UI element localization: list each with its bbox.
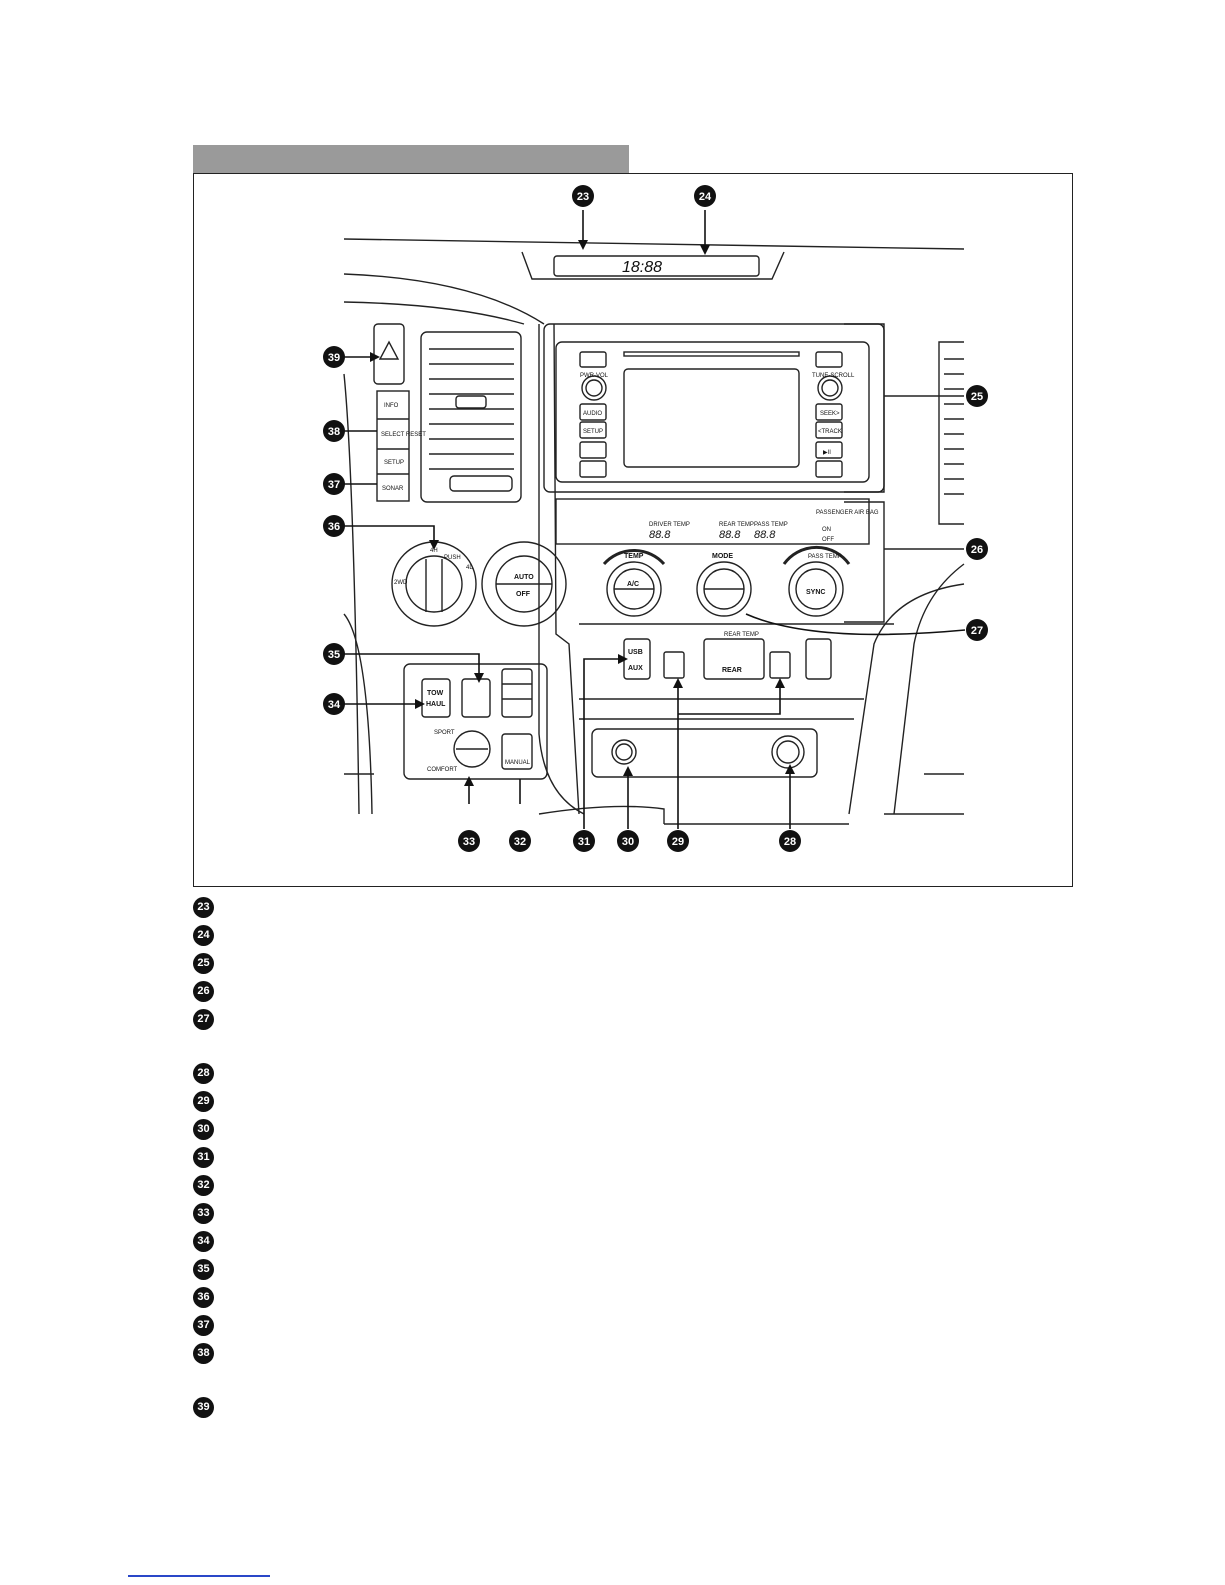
aux-label: AUX (628, 665, 643, 672)
legend-item: 35 (193, 1259, 217, 1283)
callout-28: 28 (784, 836, 796, 848)
footer-link-underline[interactable] (128, 1575, 270, 1577)
callout-23: 23 (577, 191, 589, 203)
legend-item: 26 (193, 981, 217, 1005)
clock-readout: 18:88 (622, 259, 662, 276)
haul-label: HAUL (426, 701, 446, 708)
play-pause-label: ▶II (823, 450, 831, 456)
legend-badge-36: 36 (193, 1287, 214, 1308)
tow-label: TOW (427, 690, 444, 697)
tune-scroll-label: TUNE·SCROLL (812, 373, 855, 379)
callout-36: 36 (328, 521, 340, 533)
dashboard-figure: 18:88 PWR·VOL TUNE·SCROLL AUDIO SETUP SE… (193, 173, 1073, 887)
sport-label: SPORT (434, 730, 455, 736)
callout-30: 30 (622, 836, 634, 848)
legend-badge-32: 32 (193, 1175, 214, 1196)
callout-31: 31 (578, 836, 590, 848)
callout-37: 37 (328, 479, 340, 491)
legend-badge-38: 38 (193, 1343, 214, 1364)
legend-badge-28: 28 (193, 1063, 214, 1084)
legend-item: 27 (193, 1009, 217, 1033)
section-header-bar (193, 145, 629, 173)
off-label: OFF (516, 591, 531, 598)
legend-badge-25: 25 (193, 953, 214, 974)
driver-temp-seg: 88.8 (649, 529, 671, 541)
legend-item: 36 (193, 1287, 217, 1311)
legend-item: 29 (193, 1091, 217, 1115)
info-button-label: INFO (384, 403, 399, 409)
callout-32: 32 (514, 836, 526, 848)
legend-item: 37 (193, 1315, 217, 1339)
legend-item: 24 (193, 925, 217, 949)
dial-2wd-label: 2WD (394, 580, 408, 586)
pass-temp-display: PASS TEMP (754, 522, 788, 528)
dial-push-label: PUSH (444, 555, 461, 561)
legend-item: 33 (193, 1203, 217, 1227)
legend-badge-24: 24 (193, 925, 214, 946)
pass-temp-seg: 88.8 (754, 529, 776, 541)
legend-item: 25 (193, 953, 217, 977)
callout-25: 25 (971, 391, 983, 403)
legend-badge-23: 23 (193, 897, 214, 918)
callout-33: 33 (463, 836, 475, 848)
dial-4l-label: 4L (466, 565, 473, 571)
legend-item: 31 (193, 1147, 217, 1171)
temp-left-label: TEMP (624, 553, 644, 560)
callout-27: 27 (971, 625, 983, 637)
legend-item: 39 (193, 1397, 217, 1421)
legend-badge-33: 33 (193, 1203, 214, 1224)
callout-26: 26 (971, 544, 983, 556)
setup-info-label: SETUP (384, 460, 404, 466)
legend-badge-39: 39 (193, 1397, 214, 1418)
legend-item: 28 (193, 1063, 217, 1087)
rear-temp-label: REAR TEMP (724, 632, 759, 638)
usb-label: USB (628, 649, 643, 656)
manual-label: MANUAL (505, 760, 531, 766)
legend-badge-35: 35 (193, 1259, 214, 1280)
airbag-off-label: OFF (822, 537, 834, 543)
track-button-label: <TRACK (818, 429, 842, 435)
rear-label: REAR (722, 667, 742, 674)
legend-item: 32 (193, 1175, 217, 1199)
callout-38: 38 (328, 426, 340, 438)
legend-badge-31: 31 (193, 1147, 214, 1168)
sonar-button-label: SONAR (382, 486, 404, 492)
ac-label: A/C (627, 581, 639, 588)
passenger-airbag-label: PASSENGER AIR BAG (816, 510, 879, 516)
pass-temp-label: PASS TEMP (808, 554, 842, 560)
legend-item: 30 (193, 1119, 217, 1143)
legend-item: 34 (193, 1231, 217, 1255)
rear-temp-seg: 88.8 (719, 529, 741, 541)
callout-34: 34 (328, 699, 341, 711)
auto-label: AUTO (514, 574, 534, 581)
callout-24: 24 (699, 191, 712, 203)
legend-badge-26: 26 (193, 981, 214, 1002)
select-reset-label: SELECT RESET (381, 432, 426, 438)
airbag-on-label: ON (822, 527, 831, 533)
dashboard-illustration: 18:88 PWR·VOL TUNE·SCROLL AUDIO SETUP SE… (323, 185, 988, 852)
legend-badge-34: 34 (193, 1231, 214, 1252)
callout-29: 29 (672, 836, 684, 848)
seek-button-label: SEEK> (820, 411, 840, 417)
legend-item: 38 (193, 1343, 217, 1367)
legend-badge-29: 29 (193, 1091, 214, 1112)
legend-badge-27: 27 (193, 1009, 214, 1030)
audio-button-label: AUDIO (583, 411, 602, 417)
callout-39: 39 (328, 352, 340, 364)
comfort-label: COMFORT (427, 767, 458, 773)
dial-4h-label: 4H (430, 548, 438, 554)
legend-badge-30: 30 (193, 1119, 214, 1140)
callout-35: 35 (328, 649, 340, 661)
setup-radio-label: SETUP (583, 429, 603, 435)
legend-badge-37: 37 (193, 1315, 214, 1336)
sync-label: SYNC (806, 589, 825, 596)
rear-temp-display: REAR TEMP (719, 522, 754, 528)
driver-temp-display: DRIVER TEMP (649, 522, 690, 528)
pwr-vol-label: PWR·VOL (580, 373, 609, 379)
legend-item: 23 (193, 897, 217, 921)
mode-label: MODE (712, 553, 733, 560)
